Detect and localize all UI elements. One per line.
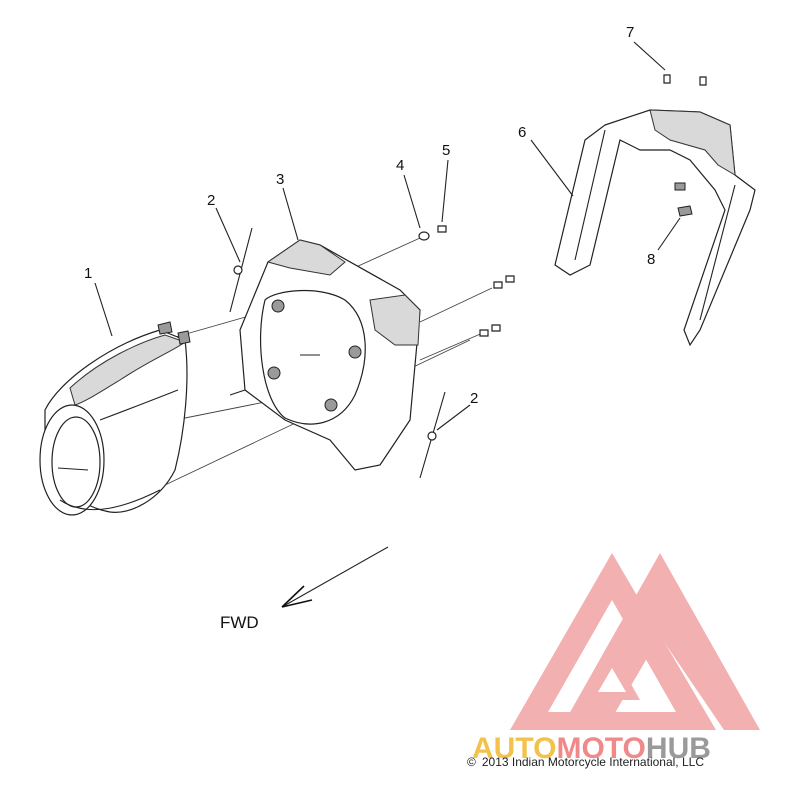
- callout-2-upper: 2: [207, 192, 215, 209]
- washer-part-4: [418, 231, 430, 241]
- callout-2-lower: 2: [470, 390, 478, 407]
- screws-misc: [479, 275, 515, 337]
- leader-lines: [94, 41, 681, 431]
- cover-part-6: [554, 109, 756, 347]
- copyright-symbol: ©: [467, 755, 476, 769]
- svg-text:AUTOMOTOHUB: AUTOMOTOHUB: [472, 732, 711, 765]
- callout-3: 3: [276, 171, 284, 188]
- pin-part-2-upper: [229, 227, 253, 313]
- clip-part-8: [677, 205, 693, 217]
- watermark-wordmark: AUTOMOTOHUB: [472, 732, 711, 765]
- fwd-label: FWD: [220, 613, 259, 632]
- callout-7: 7: [626, 24, 634, 41]
- callout-4: 4: [396, 157, 404, 174]
- copyright-notice: © 2013 Indian Motorcycle International, L…: [467, 755, 704, 769]
- nacelle-part-1: [39, 321, 191, 516]
- watermark-auto: AUTO: [472, 732, 556, 765]
- watermark-moto: MOTO: [556, 732, 645, 765]
- callout-5: 5: [442, 142, 450, 159]
- callout-1: 1: [84, 265, 92, 282]
- screw-part-5: [437, 225, 447, 233]
- copyright-text: 2013 Indian Motorcycle International, LL…: [482, 755, 704, 769]
- callout-6: 6: [518, 124, 526, 141]
- callout-numbers: 1 2 2 3 4 5 6 7 8: [84, 24, 655, 407]
- pin-part-2-lower: [419, 391, 446, 479]
- callout-8: 8: [647, 251, 655, 268]
- screws-part-7: [663, 74, 707, 86]
- fwd-arrow: [281, 546, 389, 608]
- watermark-hub: HUB: [646, 732, 711, 765]
- bracket-part-3: [229, 239, 421, 471]
- watermark-logo: [510, 553, 760, 730]
